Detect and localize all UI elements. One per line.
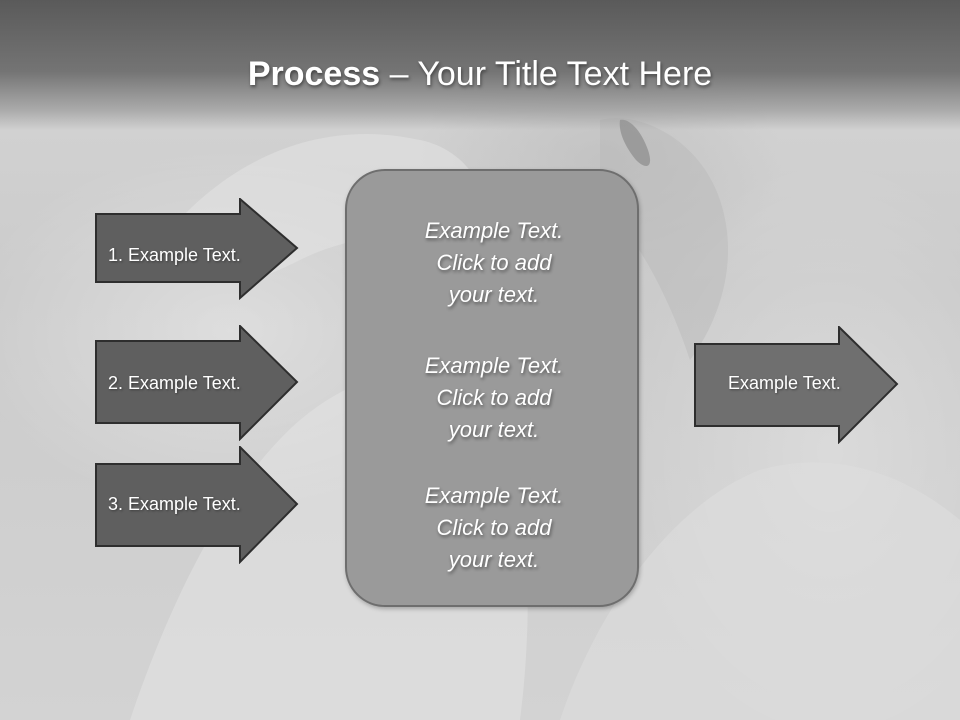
result-arrow-label: Example Text. (728, 373, 841, 393)
arrow-shape (95, 198, 299, 300)
title-rest: – Your Title Text Here (380, 55, 713, 93)
center-text-box[interactable]: Example Text. Click to add your text. Ex… (345, 169, 639, 607)
center-text-line: your text. (448, 417, 540, 442)
center-text-line: your text. (448, 282, 540, 307)
center-text-line: Example Text. (424, 483, 564, 508)
step-arrow-label: 2. Example Text. (108, 373, 241, 393)
center-text-line: Example Text. (424, 218, 564, 243)
title-bold: Process (247, 55, 381, 93)
step-arrow-label: 3. Example Text. (108, 494, 241, 514)
center-text-block-2: Example Text. Click to add your text. (347, 350, 641, 446)
arrow-shape (95, 325, 299, 441)
step-arrow-3[interactable]: 3. Example Text. (95, 446, 300, 564)
title-band (0, 0, 960, 130)
center-text-block-3: Example Text. Click to add your text. (347, 480, 641, 576)
slide-title[interactable]: Process – Your Title Text Here (0, 52, 960, 96)
center-text-line: Click to add (436, 385, 552, 410)
center-text-block-1: Example Text. Click to add your text. (347, 215, 641, 311)
arrow-shape (95, 446, 299, 564)
center-text-line: Example Text. (424, 353, 564, 378)
center-text-line: your text. (448, 547, 540, 572)
center-text-line: Click to add (436, 250, 552, 275)
arrow-shape (694, 326, 899, 444)
step-arrow-2[interactable]: 2. Example Text. (95, 325, 300, 441)
result-arrow[interactable]: Example Text. (694, 326, 900, 444)
step-arrow-1[interactable]: 1. Example Text. (95, 198, 300, 300)
center-text-line: Click to add (436, 515, 552, 540)
step-arrow-label: 1. Example Text. (108, 245, 241, 265)
